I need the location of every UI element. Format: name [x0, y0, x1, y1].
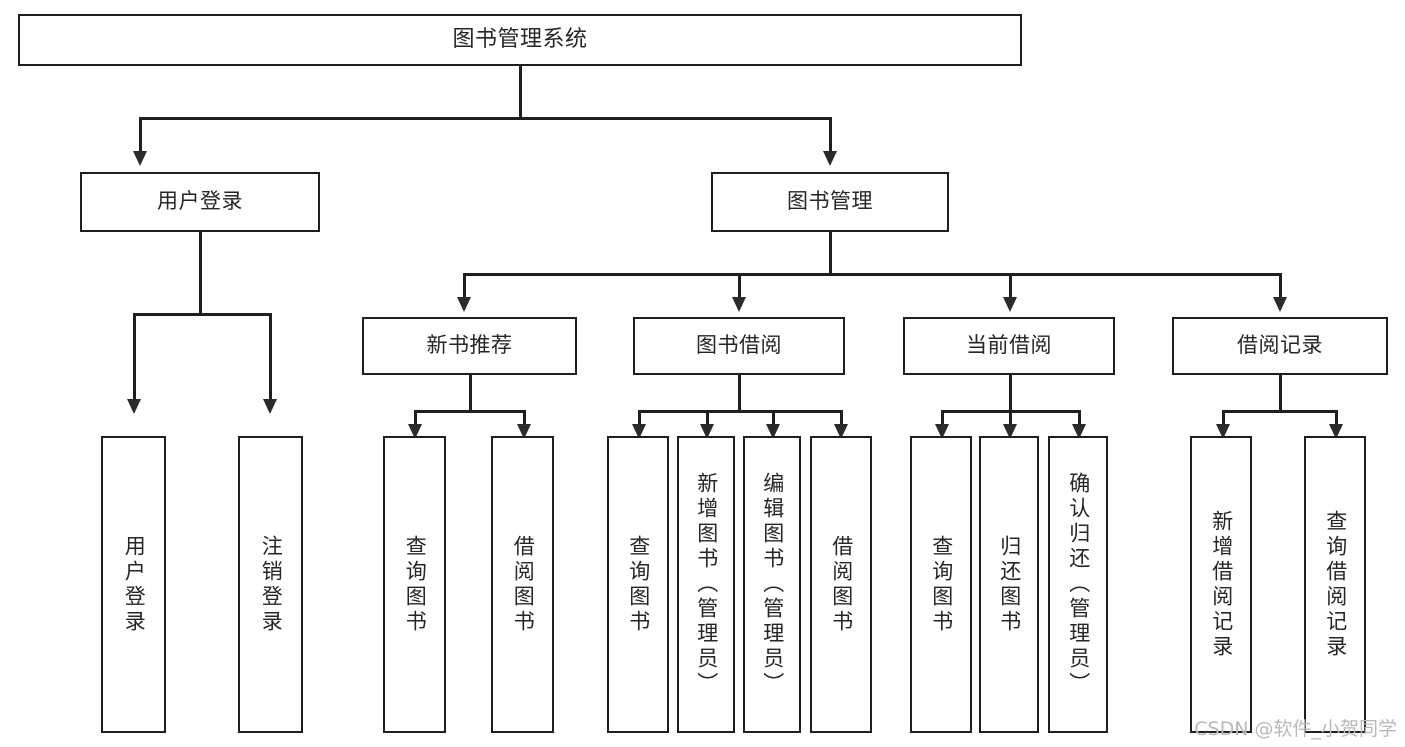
arrowhead-to-leaf-borrow-book-1 — [517, 424, 531, 439]
connector-nbr-stem — [469, 375, 472, 411]
connector-cb-c1 — [941, 410, 944, 426]
arrowhead-to-new-book-recommend — [457, 297, 471, 312]
arrowhead-to-leaf-query-record — [1329, 424, 1343, 439]
node-current-borrow[interactable]: 当前借阅 — [903, 317, 1115, 375]
connector-user-login-right — [269, 313, 272, 401]
connector-to-book-borrow — [738, 273, 741, 299]
connector-user-login-bus — [133, 313, 271, 316]
node-user-login[interactable]: 用户登录 — [80, 172, 320, 232]
leaf-borrow-book-1[interactable]: 借阅图书 — [491, 436, 554, 733]
connector-bb-c2 — [706, 410, 709, 426]
arrowhead-to-leaf-borrow-book-2 — [834, 424, 848, 439]
connector-br-right — [1335, 410, 1338, 426]
node-book-manage[interactable]: 图书管理 — [711, 172, 949, 232]
connector-to-borrow-record — [1279, 273, 1282, 299]
leaf-add-book[interactable]: 新增图书（管理员） — [677, 436, 735, 733]
connector-root-bus — [139, 117, 831, 120]
arrowhead-to-current-borrow — [1003, 297, 1017, 312]
arrowhead-to-leaf-user-login — [127, 399, 141, 414]
arrowhead-to-book-borrow — [732, 297, 746, 312]
arrowhead-to-leaf-edit-book — [766, 424, 780, 439]
connector-user-login-left — [133, 313, 136, 401]
arrowhead-to-leaf-add-book — [700, 424, 714, 439]
node-new-book-recommend[interactable]: 新书推荐 — [362, 317, 577, 375]
connector-to-current-borrow — [1009, 273, 1012, 299]
arrowhead-to-book-manage — [823, 151, 837, 166]
connector-cb-stem — [1009, 375, 1012, 411]
leaf-query-record[interactable]: 查询借阅记录 — [1304, 436, 1366, 733]
leaf-query-book-3[interactable]: 查询图书 — [910, 436, 972, 733]
leaf-query-book-2[interactable]: 查询图书 — [607, 436, 669, 733]
leaf-add-record[interactable]: 新增借阅记录 — [1190, 436, 1252, 733]
arrowhead-to-leaf-add-record — [1216, 424, 1230, 439]
arrowhead-to-user-login — [133, 151, 147, 166]
connector-cb-c2 — [1009, 410, 1012, 426]
node-borrow-record[interactable]: 借阅记录 — [1172, 317, 1388, 375]
leaf-confirm-return[interactable]: 确认归还（管理员） — [1048, 436, 1108, 733]
connector-nbr-right — [523, 410, 526, 426]
arrowhead-to-leaf-logout-login — [263, 399, 277, 414]
arrowhead-to-leaf-query-book-1 — [408, 424, 422, 439]
connector-to-new-book-recommend — [463, 273, 466, 299]
connector-bb-stem — [738, 375, 741, 411]
connector-br-left — [1222, 410, 1225, 426]
arrowhead-to-leaf-confirm-return — [1072, 424, 1086, 439]
connector-root-to-user-login — [139, 117, 142, 153]
connector-nbr-left — [414, 410, 417, 426]
arrowhead-to-leaf-query-book-2 — [632, 424, 646, 439]
connector-br-bus — [1222, 410, 1337, 413]
arrowhead-to-leaf-query-book-3 — [935, 424, 949, 439]
arrowhead-to-leaf-return-book — [1003, 424, 1017, 439]
arrowhead-to-borrow-record — [1273, 297, 1287, 312]
connector-bb-bus — [638, 410, 842, 413]
leaf-edit-book[interactable]: 编辑图书（管理员） — [743, 436, 801, 733]
connector-root-to-book-manage — [829, 117, 832, 153]
leaf-borrow-book-2[interactable]: 借阅图书 — [810, 436, 872, 733]
node-root-system[interactable]: 图书管理系统 — [18, 14, 1022, 66]
node-book-borrow[interactable]: 图书借阅 — [633, 317, 845, 375]
leaf-user-login[interactable]: 用户登录 — [101, 436, 166, 733]
connector-bb-c4 — [840, 410, 843, 426]
connector-nbr-bus — [414, 410, 525, 413]
leaf-query-book-1[interactable]: 查询图书 — [383, 436, 446, 733]
leaf-return-book[interactable]: 归还图书 — [979, 436, 1039, 733]
connector-bb-c1 — [638, 410, 641, 426]
connector-bb-c3 — [772, 410, 775, 426]
leaf-logout-login[interactable]: 注销登录 — [238, 436, 303, 733]
connector-book-manage-bus — [463, 273, 1281, 276]
connector-user-login-stem — [199, 232, 202, 314]
connector-cb-c3 — [1078, 410, 1081, 426]
connector-br-stem — [1279, 375, 1282, 411]
connector-root-stem — [519, 66, 522, 118]
connector-book-manage-stem — [829, 232, 832, 274]
